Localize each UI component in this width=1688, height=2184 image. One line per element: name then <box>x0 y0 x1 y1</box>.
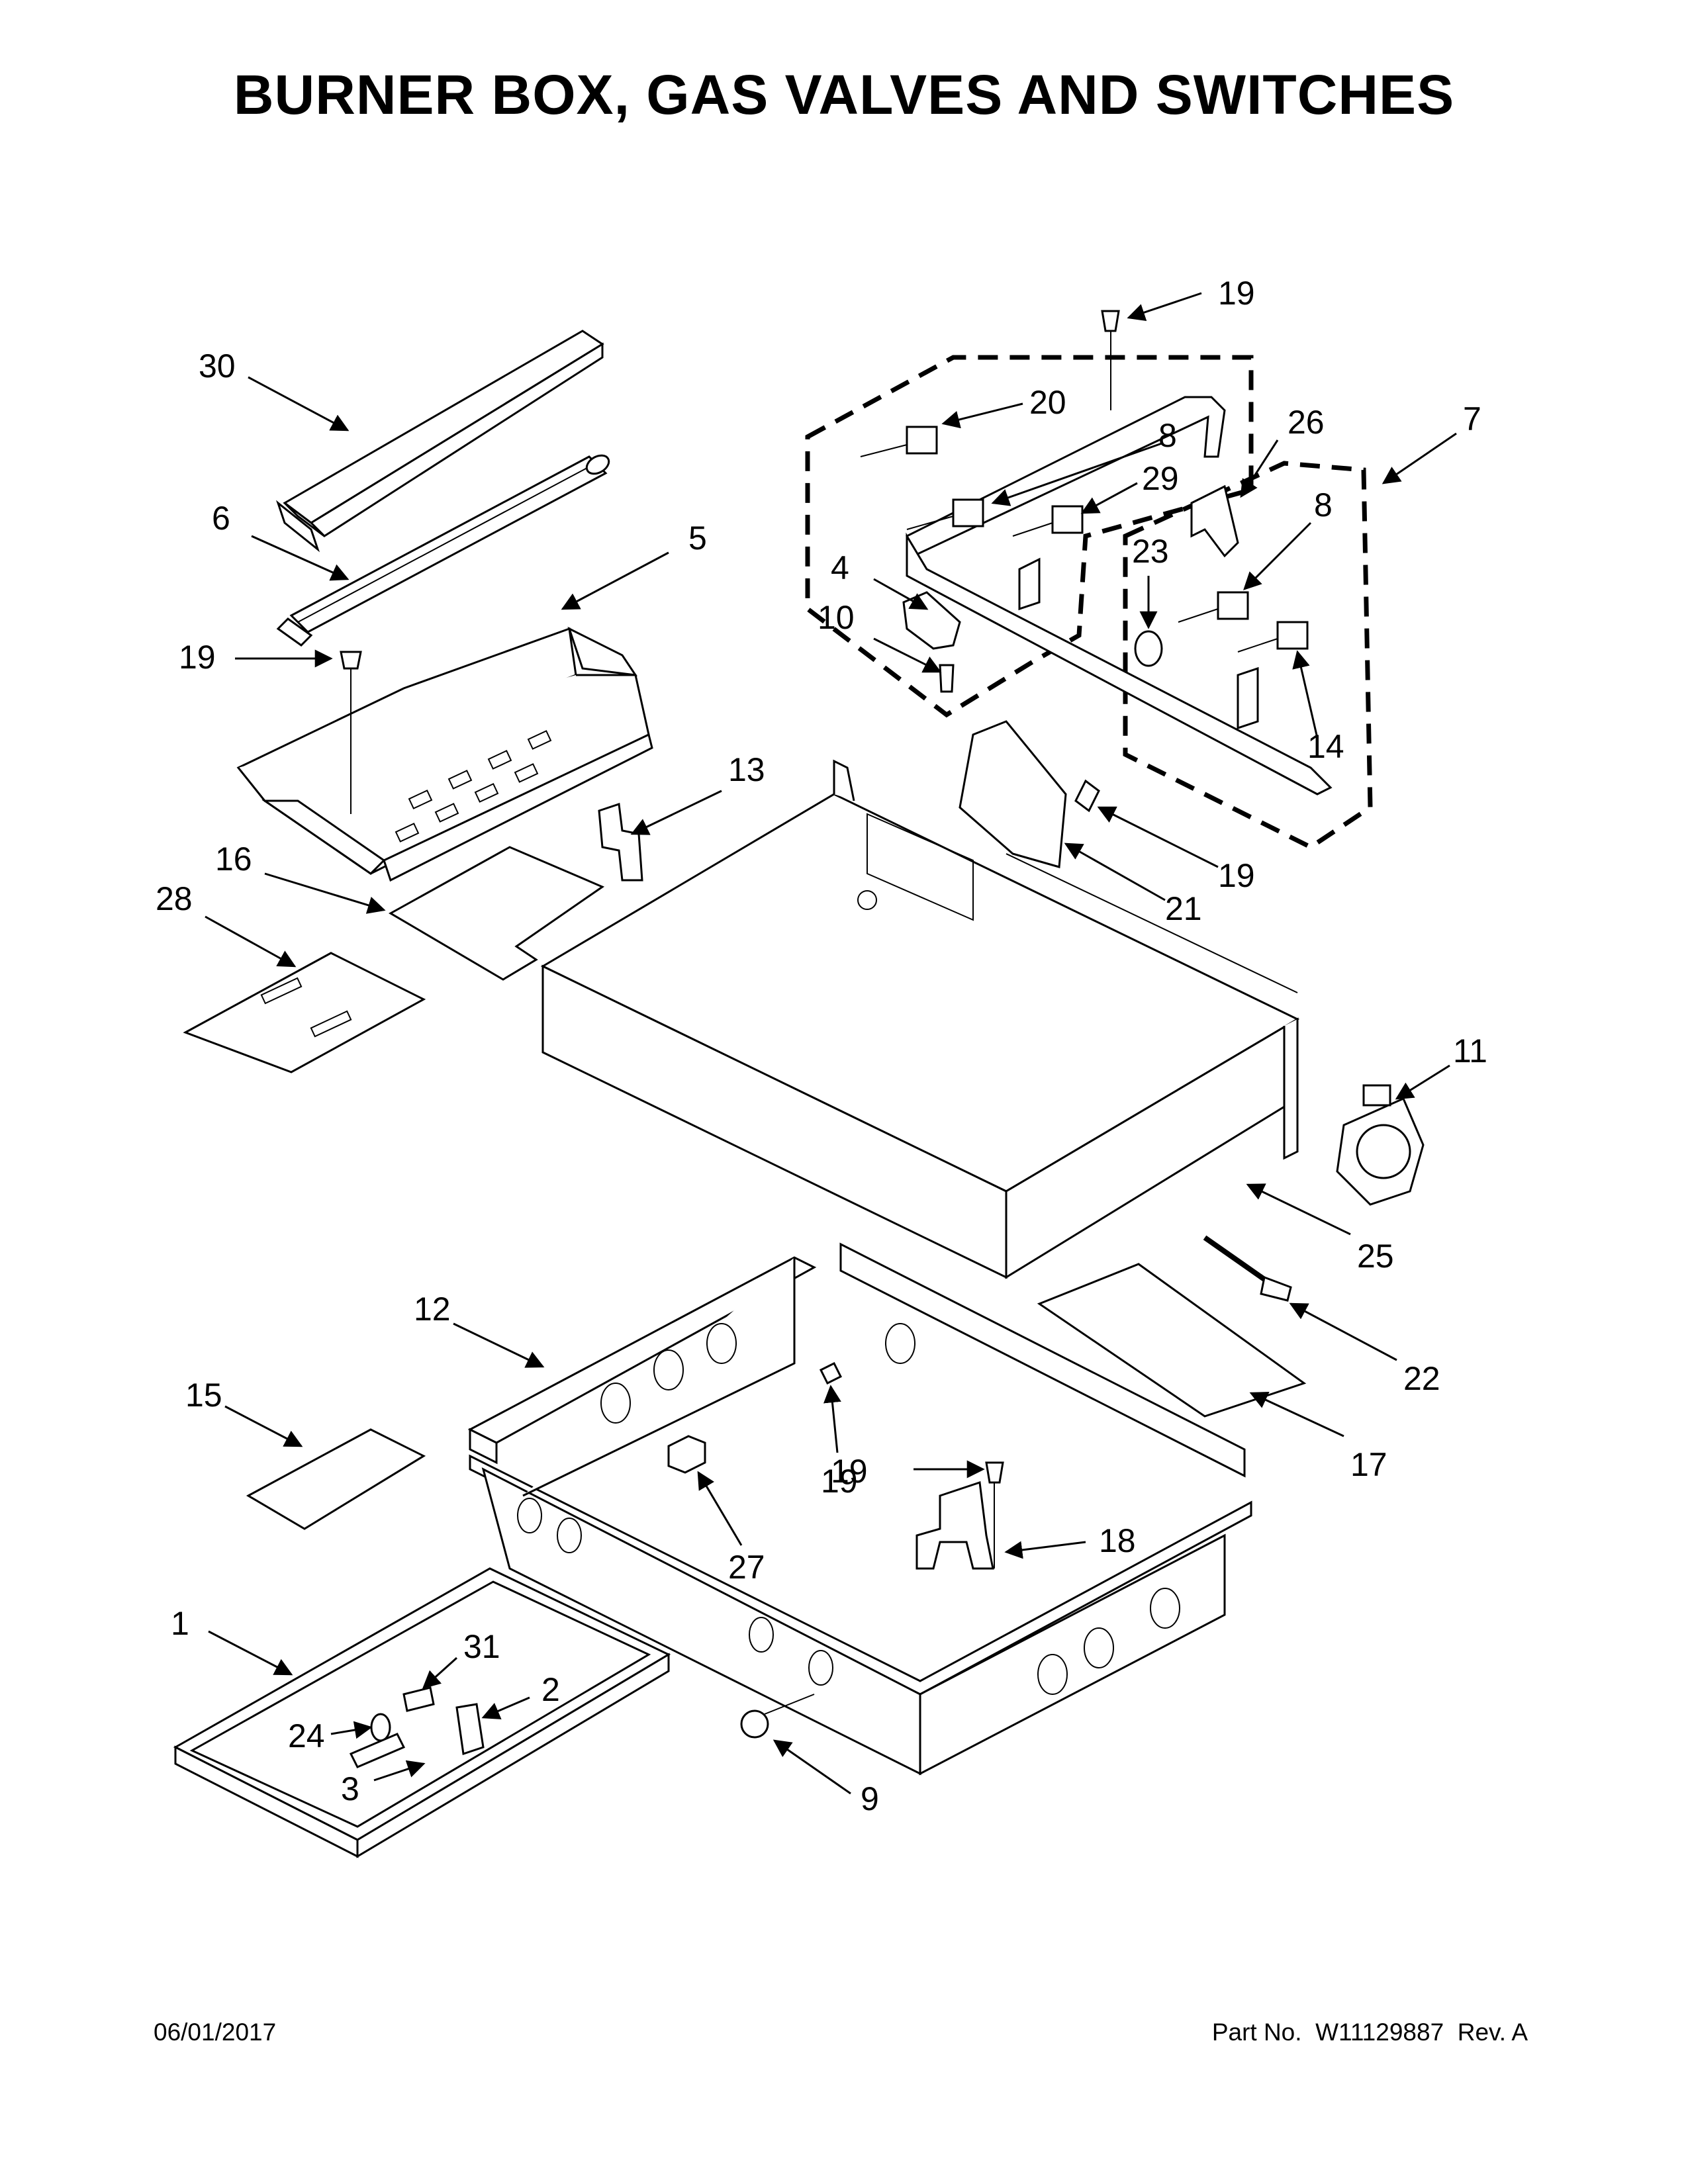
part-12-lower-box[interactable] <box>467 1242 1252 1776</box>
callout-19-top: 19 <box>1218 275 1255 312</box>
part-10-screw[interactable] <box>939 664 955 693</box>
callout-15: 15 <box>185 1377 222 1414</box>
part-28-terminal-plate[interactable] <box>183 952 426 1073</box>
callout-3: 3 <box>341 1770 359 1807</box>
part-18-bracket[interactable] <box>915 1480 994 1570</box>
part-2-bracket[interactable] <box>455 1703 485 1755</box>
part-22-thermocouple[interactable] <box>1203 1235 1292 1302</box>
part-20-gas-valve[interactable] <box>860 426 938 457</box>
part-number-label: Part No. <box>1211 2019 1302 2046</box>
callout-12: 12 <box>414 1291 451 1328</box>
part-30-burner-cover[interactable] <box>275 330 604 553</box>
callout-arrows <box>205 292 1457 1795</box>
part-14-gas-valve[interactable] <box>1237 621 1309 730</box>
callout-11: 11 <box>1453 1032 1487 1069</box>
callout-24: 24 <box>288 1717 325 1754</box>
callout-1: 1 <box>171 1605 189 1642</box>
callout-13: 13 <box>728 751 765 788</box>
callout-17: 17 <box>1350 1446 1387 1483</box>
callout-26: 26 <box>1288 404 1325 441</box>
revision-label: Rev. <box>1457 2019 1507 2046</box>
callout-16: 16 <box>215 841 252 878</box>
part-23-gasket[interactable] <box>1134 630 1163 667</box>
footer-part-info: Part No. W11129887 Rev. A <box>1212 2019 1528 2046</box>
callout-21: 21 <box>1165 890 1202 927</box>
callout-19-mid: 19 <box>1218 857 1255 894</box>
valve-assembly-outline <box>1123 461 1373 850</box>
part-17-plate[interactable] <box>1037 1263 1307 1418</box>
callout-27: 27 <box>728 1549 765 1586</box>
callout-19-left: 19 <box>179 639 216 676</box>
callout-30: 30 <box>199 347 236 385</box>
part-16-plate[interactable] <box>388 846 605 981</box>
callout-22: 22 <box>1403 1360 1440 1397</box>
callout-8-lower: 8 <box>1314 486 1333 523</box>
callout-4: 4 <box>831 549 849 586</box>
callout-18: 18 <box>1099 1522 1136 1559</box>
part-19-screw-top[interactable] <box>1101 310 1120 410</box>
callout-2: 2 <box>541 1671 560 1708</box>
part-9-knob[interactable] <box>740 1694 815 1739</box>
footer-date: 06/01/2017 <box>154 2019 277 2046</box>
part-5-burner-pan[interactable] <box>236 627 653 882</box>
callout-8-upper: 8 <box>1158 417 1177 454</box>
part-15-tray[interactable] <box>246 1428 426 1530</box>
callout-19-lower-a: 19 <box>821 1463 858 1500</box>
callout-19-lower-b: 19 <box>831 1453 868 1490</box>
revision: A <box>1511 2019 1528 2046</box>
part-19-screw-left[interactable] <box>340 651 362 814</box>
callout-29: 29 <box>1142 460 1179 497</box>
callout-6: 6 <box>212 500 230 537</box>
callout-7: 7 <box>1463 400 1481 437</box>
callout-23: 23 <box>1132 533 1169 570</box>
page-title: BURNER BOX, GAS VALVES AND SWITCHES <box>233 64 1455 126</box>
part-29-gas-valve[interactable] <box>1012 505 1084 611</box>
part-number: W11129887 <box>1315 2019 1444 2046</box>
part-19-screw-mid[interactable] <box>1074 779 1100 813</box>
callout-31: 31 <box>463 1628 500 1665</box>
part-8-gas-valve-upper[interactable] <box>906 498 984 530</box>
part-19-screw-lower-b[interactable] <box>985 1461 1004 1569</box>
callout-10: 10 <box>818 599 855 636</box>
callout-20: 20 <box>1029 384 1066 421</box>
part-3-igniter[interactable] <box>349 1733 406 1768</box>
part-31-screw[interactable] <box>402 1686 435 1712</box>
callout-9: 9 <box>861 1780 879 1817</box>
callout-14: 14 <box>1307 728 1344 765</box>
part-8-gas-valve-lower[interactable] <box>1178 591 1249 623</box>
part-27-switch[interactable] <box>667 1435 706 1474</box>
part-13-bracket[interactable] <box>598 802 643 882</box>
callout-5: 5 <box>688 520 707 557</box>
part-19-screw-lower-a[interactable] <box>819 1361 843 1385</box>
callout-28: 28 <box>156 880 193 917</box>
part-21-cover-plate[interactable] <box>959 720 1067 868</box>
part-6-burner-tube[interactable] <box>276 452 612 647</box>
part-24-bushing[interactable] <box>370 1713 391 1742</box>
part-11-regulator[interactable] <box>1336 1084 1425 1206</box>
callout-labels: 19 20 8 26 7 29 8 23 4 10 14 19 21 30 6 … <box>156 275 1487 1817</box>
part-25-burner-box[interactable] <box>540 759 1300 1279</box>
part-26-bracket[interactable] <box>1190 484 1239 558</box>
callout-25: 25 <box>1357 1238 1394 1275</box>
